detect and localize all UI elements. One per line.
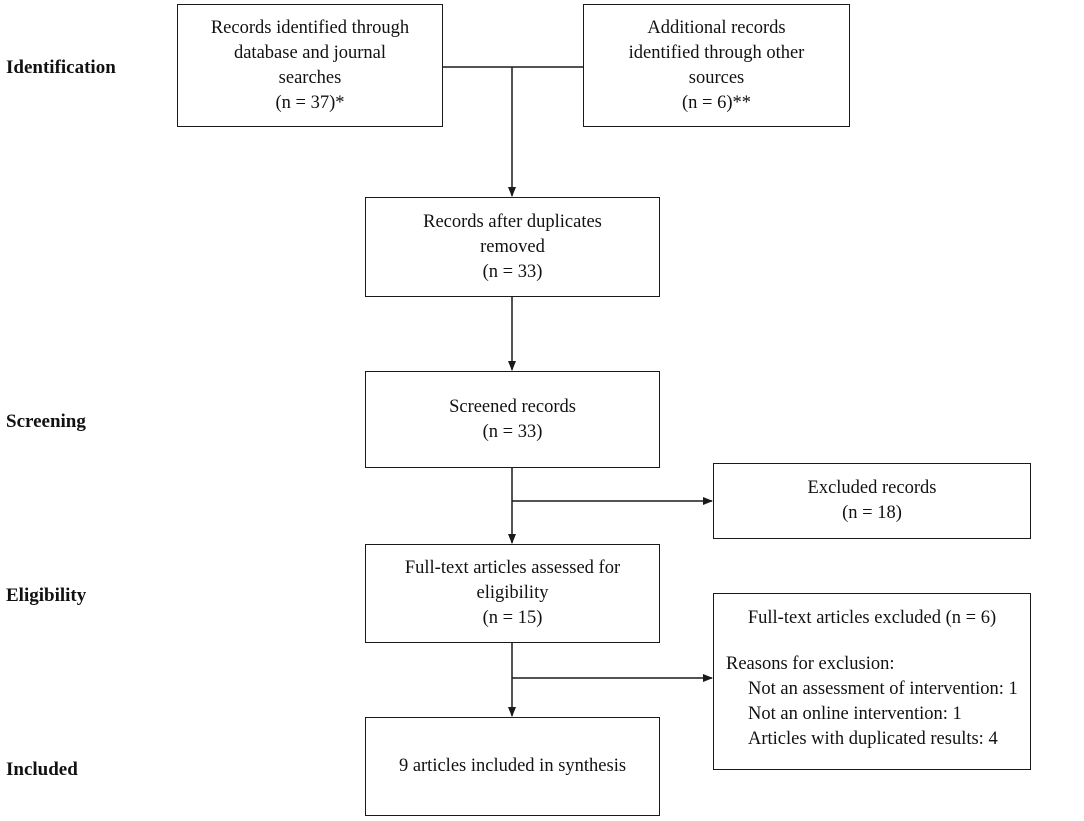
box-after-duplicates: Records after duplicates removed (n = 33… [365, 197, 660, 297]
reason-item: Not an online intervention: 1 [748, 704, 962, 724]
stage-label-screening: Screening [6, 411, 86, 432]
stage-label-included: Included [6, 759, 78, 780]
reason-item: Not an assessment of intervention: 1 [748, 679, 1018, 699]
box-screened-records: Screened records (n = 33) [365, 371, 660, 468]
box-additional-records: Additional records identified through ot… [583, 4, 850, 127]
box-full-text-assessed: Full-text articles assessed for eligibil… [365, 544, 660, 643]
stage-label-identification: Identification [6, 57, 116, 78]
reasons-header: Reasons for exclusion: [726, 654, 895, 674]
stage-label-eligibility: Eligibility [6, 585, 87, 606]
box-full-text-excluded: Full-text articles excluded (n = 6) Reas… [713, 593, 1031, 770]
box-excluded-records: Excluded records (n = 18) [713, 463, 1031, 539]
reason-item: Articles with duplicated results: 4 [748, 729, 998, 749]
full-text-excluded-title: Full-text articles excluded (n = 6) [747, 608, 997, 628]
box-included-synthesis: 9 articles included in synthesis [365, 717, 660, 816]
box-records-identified: Records identified through database and … [177, 4, 443, 127]
